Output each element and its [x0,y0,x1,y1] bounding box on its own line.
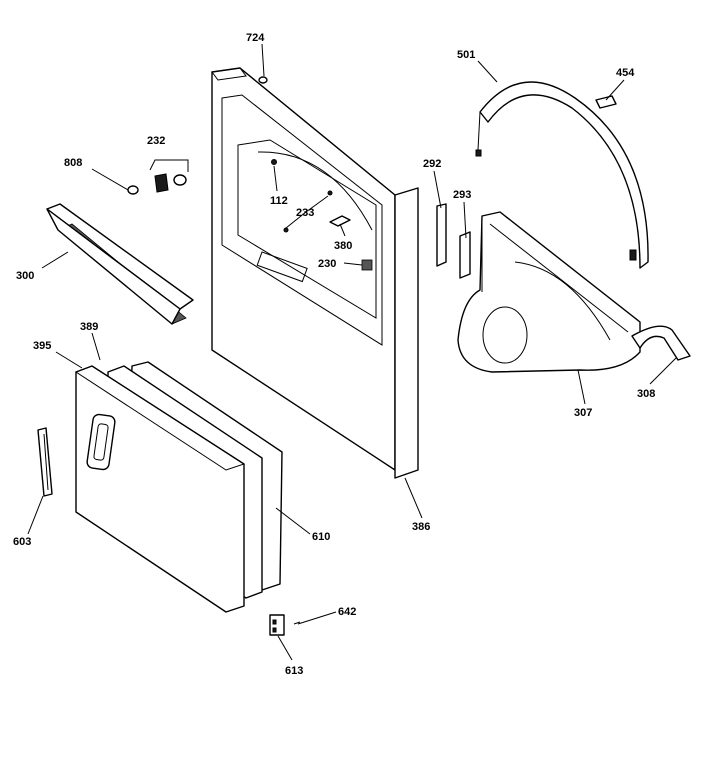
panel-hardware [258,76,373,271]
callout-380: 380 [334,240,352,252]
felt-seal [595,95,617,109]
callout-232: 232 [147,135,165,147]
callouts: 724 501 454 232 808 112 233 292 293 380 … [13,32,655,677]
door-assembly [74,361,283,613]
callout-501: 501 [457,49,475,61]
callout-307: 307 [574,407,592,419]
callout-395: 395 [33,340,51,352]
switch-assembly [127,173,187,195]
callout-610: 610 [312,531,330,543]
support-ring [475,81,649,269]
callout-613: 613 [285,665,303,677]
callout-808: 808 [64,157,82,169]
duct-strip [631,325,691,361]
callout-454: 454 [616,67,635,79]
callout-642: 642 [338,606,356,618]
hinge [269,614,301,636]
door-handle [37,427,53,497]
brackets [436,203,471,279]
callout-386: 386 [412,521,430,533]
front-panel [211,67,419,479]
callout-389: 389 [80,321,98,333]
callout-724: 724 [246,32,265,44]
leader-lines [27,43,677,661]
callout-293: 293 [453,189,471,201]
callout-292: 292 [423,158,441,170]
callout-230: 230 [318,258,336,270]
lint-filter [46,203,194,325]
callout-233: 233 [296,207,314,219]
callout-603: 603 [13,536,31,548]
callout-112: 112 [270,195,288,207]
bulkhead [457,211,641,373]
callout-308: 308 [637,388,655,400]
callout-300: 300 [16,270,34,282]
